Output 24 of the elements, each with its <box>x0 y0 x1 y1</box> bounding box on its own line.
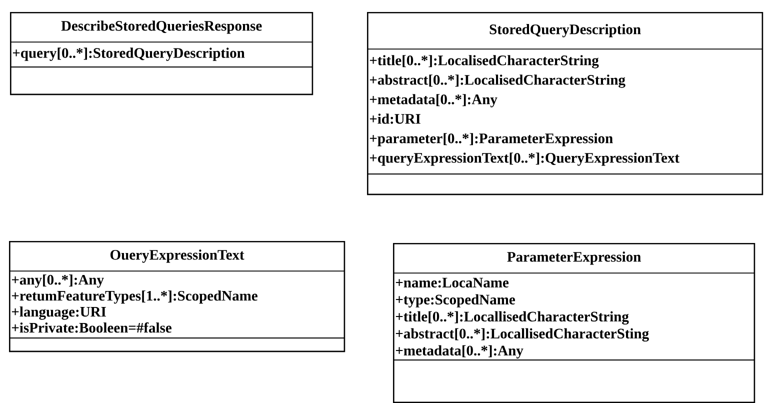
attribute-text: +retumFeatureTypes[1..*]:ScopedName <box>12 290 258 304</box>
class-name: StoredQueryDescription <box>490 24 641 38</box>
class-name: ParameterExpression <box>507 252 641 265</box>
attribute-text: +metadata[0..*]:Any <box>396 345 524 358</box>
attribute-text: +title[0..*]:LocallisedCharacterString <box>396 311 629 325</box>
attribute-text: +title[0..*]:LocalisedCharacterString <box>370 55 599 68</box>
attribute-text: +id:URI <box>370 114 420 124</box>
attribute-text: +query[0..*]:StoredQueryDescription <box>12 48 245 61</box>
class-name: OueryExpressionText <box>110 250 244 263</box>
attribute-text: +isPrivate:Booleen=#false <box>12 322 172 333</box>
class-box <box>10 12 314 96</box>
class-box <box>393 242 756 403</box>
attribute-text: +name:LocaName <box>396 278 509 288</box>
attribute-text: +language:URI <box>12 306 106 320</box>
attribute-text: +queryExpressionText[0..*]:QueryExpressionText <box>370 152 680 166</box>
class-name: DescribeStoredQueriesResponse <box>61 20 262 34</box>
attribute-text: +metadata[0..*]:Any <box>370 94 498 108</box>
attribute-text: +parameter[0..*]:ParameterExpression <box>370 133 613 146</box>
class-box <box>367 12 764 196</box>
attribute-text: +abstract[0..*]:LocalisedCharacterString <box>370 74 626 88</box>
attribute-text: +abstract[0..*]:LocallisedCharacterSting <box>396 328 649 342</box>
attribute-text: +type:ScopedName <box>396 294 515 308</box>
class-box <box>9 240 346 352</box>
attribute-text: +any[0..*]:Any <box>12 274 104 288</box>
